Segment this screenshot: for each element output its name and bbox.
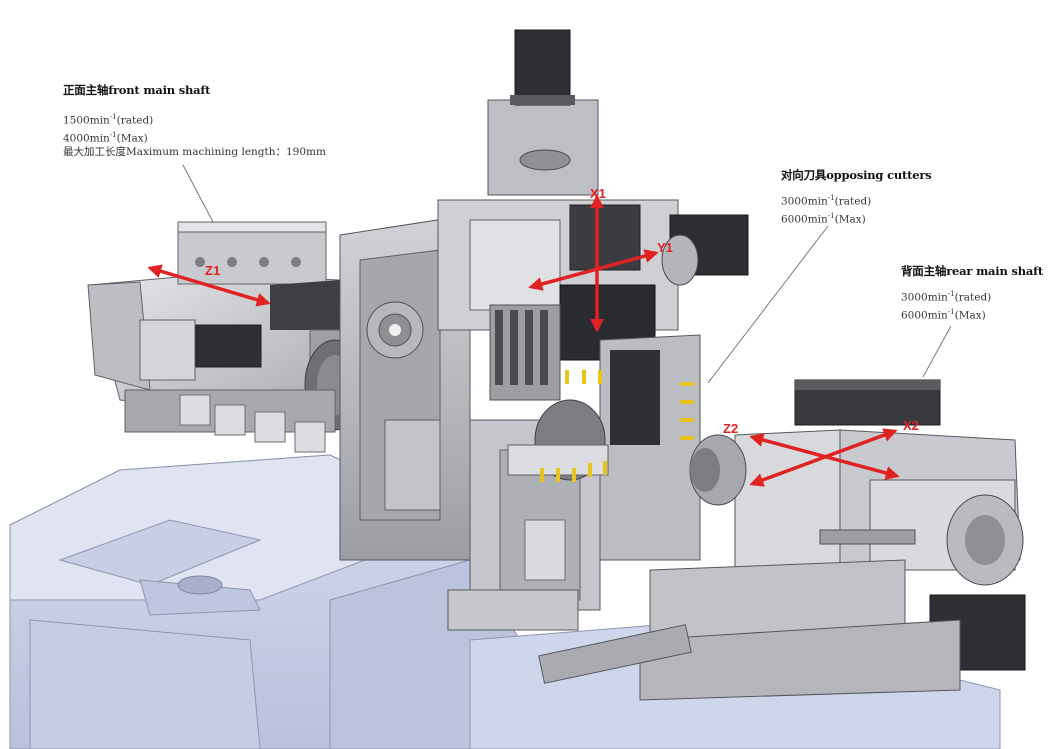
opposing-rated-suffix: (rated) <box>834 195 872 208</box>
front-max-value: 4000min <box>63 132 110 144</box>
front-rated-value: 1500min <box>63 114 110 127</box>
center-column-assembly <box>339 29 749 631</box>
opposing-rated-exponent: -1 <box>827 194 835 202</box>
front-main-shaft-title: 正面主轴front main shaft <box>63 83 211 97</box>
opposing-max-suffix: (Max) <box>834 213 866 225</box>
x2-label: X2 <box>903 418 919 433</box>
rear-rated-value: 3000min <box>901 291 948 304</box>
opposing-max-value: 6000min <box>781 213 828 225</box>
rear-main-shaft-title: 背面主轴rear main shaft <box>901 264 1043 278</box>
rear-rated-suffix: (rated) <box>954 291 992 304</box>
axis-arrows: Z1 X1 Y1 Z2 X2 <box>147 186 919 487</box>
x2-arrow <box>749 428 898 487</box>
opposing-rated-value: 3000min <box>781 195 828 208</box>
x1-label: X1 <box>590 186 606 201</box>
opposing-max-exponent: -1 <box>827 211 835 220</box>
front-machining-length: 最大加工长度Maximum machining length：190mm <box>63 146 326 158</box>
rear-max-value: 6000min <box>901 309 948 321</box>
leader-line-opposing <box>707 225 829 384</box>
z2-label: Z2 <box>723 421 738 436</box>
rear-main-shaft-annotation: 背面主轴rear main shaft 3000min-1(rated) 600… <box>901 263 1043 322</box>
y1-label: Y1 <box>657 240 673 255</box>
z1-arrow <box>147 264 271 307</box>
opposing-rated-speed: 3000min-1(rated) <box>781 191 932 209</box>
leader-line-rear <box>922 325 952 378</box>
rear-rated-speed: 3000min-1(rated) <box>901 287 1043 305</box>
tool-bits <box>540 370 694 482</box>
opposing-cutters-annotation: 对向刀具opposing cutters 3000min-1(rated) 60… <box>781 167 932 226</box>
front-main-shaft-annotation: 正面主轴front main shaft 1500min-1(rated) 40… <box>63 82 326 159</box>
y1-arrow <box>528 249 659 291</box>
rear-max-exponent: -1 <box>947 307 955 316</box>
opposing-cutters-title: 对向刀具opposing cutters <box>781 168 932 182</box>
front-max-speed: 4000min-1(Max) <box>63 128 326 146</box>
rear-main-shaft-assembly <box>538 379 1026 701</box>
rear-max-suffix: (Max) <box>954 309 986 321</box>
rear-rated-exponent: -1 <box>947 290 955 298</box>
front-max-suffix: (Max) <box>116 132 148 144</box>
z1-label: Z1 <box>205 263 220 278</box>
leader-lines <box>182 164 952 384</box>
front-rated-suffix: (rated) <box>116 114 154 127</box>
leader-line-front <box>182 164 214 223</box>
front-rated-exponent: -1 <box>109 113 117 121</box>
front-max-exponent: -1 <box>109 130 117 139</box>
front-main-shaft-assembly <box>87 221 371 453</box>
opposing-max-speed: 6000min-1(Max) <box>781 209 932 227</box>
front-rated-speed: 1500min-1(rated) <box>63 110 326 128</box>
rear-max-speed: 6000min-1(Max) <box>901 305 1043 323</box>
